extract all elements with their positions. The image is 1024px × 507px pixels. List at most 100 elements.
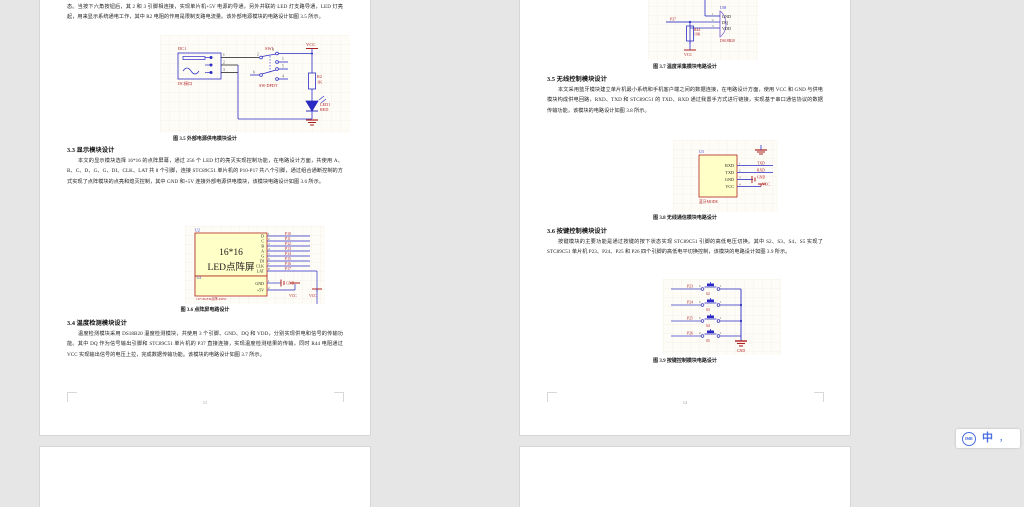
figure-caption-3-9: 图 3.9 按键控制模块电路设计	[653, 359, 717, 364]
svg-text:G: G	[261, 254, 264, 259]
svg-text:1: 1	[268, 232, 270, 236]
svg-text:CLK: CLK	[256, 264, 264, 269]
document-page-next-right[interactable]	[520, 447, 850, 507]
ime-punctuation-mode-button[interactable]: ，	[999, 433, 1009, 443]
svg-text:2: 2	[739, 169, 741, 173]
svg-text:4: 4	[739, 183, 741, 187]
svg-text:5: 5	[282, 65, 284, 69]
document-page-next-left[interactable]	[40, 447, 370, 507]
svg-text:1: 1	[712, 12, 714, 16]
heading-3-3: 3.3 显示模块设计	[67, 147, 115, 154]
svg-text:1: 1	[720, 331, 722, 335]
svg-text:1K: 1K	[317, 80, 322, 85]
svg-text:LED点阵屏: LED点阵屏	[208, 261, 255, 273]
svg-text:GND: GND	[255, 281, 264, 286]
svg-text:P37: P37	[670, 18, 676, 22]
svg-text:2: 2	[268, 237, 270, 241]
svg-text:1: 1	[223, 53, 225, 57]
svg-text:D: D	[261, 234, 264, 239]
svg-text:VCC: VCC	[289, 294, 297, 298]
svg-text:TXD: TXD	[725, 170, 734, 175]
heading-3-5: 3.5 无线控制模块设计	[547, 76, 607, 83]
svg-text:U38: U38	[720, 6, 726, 10]
svg-text:P17: P17	[285, 267, 291, 271]
svg-text:2: 2	[699, 284, 701, 288]
svg-text:3: 3	[223, 68, 225, 72]
svg-text:P10: P10	[285, 232, 291, 236]
paragraph-display-module: 本文的显示模块选择 16*16 的点阵屏幕，通过 256 个 LED 灯的亮灭实…	[67, 158, 343, 185]
paragraph-power-module: 态。当按下六角按钮后，其 2 和 3 引脚相连接，实现单片机+5V 电源的导通，…	[67, 4, 343, 21]
page-number-11: 11	[202, 400, 208, 405]
figure-3-7-temperature-sensor: GND U38 GND DQ VDD DS18B20	[648, 0, 758, 60]
document-page-12[interactable]: GND U38 GND DQ VDD DS18B20	[520, 0, 850, 435]
svg-text:4: 4	[268, 247, 270, 251]
paragraph-temperature-module: 温度检测模块采用 DS18B20 温度检测模块，共使用 3 个引脚、GND、DQ…	[67, 331, 343, 358]
heading-3-6: 3.6 按键控制模块设计	[547, 228, 607, 235]
svg-text:2: 2	[268, 286, 270, 290]
svg-text:2: 2	[712, 18, 714, 22]
svg-text:16*16LED点阵-POW: 16*16LED点阵-POW	[196, 296, 227, 301]
svg-text:4: 4	[282, 75, 284, 79]
svg-text:1: 1	[739, 162, 741, 166]
svg-text:RED: RED	[320, 107, 328, 112]
svg-text:RXD: RXD	[725, 163, 734, 168]
svg-text:LAT: LAT	[257, 269, 265, 274]
svg-text:GND: GND	[757, 176, 765, 180]
svg-text:LED1: LED1	[320, 102, 330, 107]
svg-text:B: B	[261, 244, 264, 249]
svg-text:5: 5	[268, 252, 270, 256]
ime-toolbar[interactable]: IME 中 ，	[956, 429, 1020, 448]
svg-text:DQ: DQ	[722, 20, 728, 25]
svg-text:2: 2	[699, 300, 701, 304]
svg-text:DS18B20: DS18B20	[720, 39, 735, 43]
svg-text:GND: GND	[725, 177, 734, 182]
svg-text:P15: P15	[285, 257, 291, 261]
svg-text:U2: U2	[195, 228, 200, 233]
svg-text:S5: S5	[706, 339, 710, 343]
svg-text:C: C	[261, 239, 264, 244]
svg-text:10K: 10K	[694, 33, 701, 37]
svg-text:R44: R44	[694, 28, 700, 32]
svg-text:3: 3	[739, 176, 741, 180]
svg-text:1: 1	[282, 57, 284, 61]
svg-text:GND: GND	[737, 349, 745, 353]
svg-text:DI: DI	[260, 259, 265, 264]
figure-caption-3-5: 图 3.5 外部电源供电模块设计	[173, 137, 237, 142]
figure-3-5-power-supply: DC1 DC接口 1 2 3 SW1	[160, 35, 350, 133]
svg-text:1: 1	[720, 284, 722, 288]
crop-mark-bottom-left	[547, 392, 557, 402]
svg-text:R2: R2	[317, 74, 322, 79]
svg-text:3: 3	[272, 48, 274, 52]
svg-text:蓝牙MODE: 蓝牙MODE	[699, 199, 718, 204]
svg-text:16*16: 16*16	[219, 248, 243, 258]
svg-text:+5V: +5V	[257, 288, 264, 293]
svg-text:P25: P25	[687, 317, 693, 321]
ime-logo-icon[interactable]: IME	[962, 431, 976, 446]
svg-text:RXD: RXD	[757, 169, 765, 173]
svg-text:U4: U4	[197, 276, 202, 280]
svg-text:3: 3	[712, 24, 714, 28]
svg-text:U3: U3	[699, 150, 704, 154]
svg-text:S4: S4	[706, 324, 710, 328]
crop-mark-bottom-right	[814, 392, 824, 402]
svg-text:1: 1	[720, 316, 722, 320]
svg-text:8: 8	[268, 267, 270, 271]
svg-text:S3: S3	[706, 308, 710, 312]
figure-caption-3-6: 图 3.6 点阵屏电路设计	[180, 308, 230, 313]
svg-text:P26: P26	[687, 332, 693, 336]
svg-text:2: 2	[257, 53, 259, 57]
svg-text:P13: P13	[285, 247, 291, 251]
svg-text:2: 2	[223, 61, 225, 65]
svg-text:S2: S2	[706, 292, 710, 296]
page-number-12: 12	[682, 400, 688, 405]
crop-mark-bottom-right	[334, 392, 344, 402]
ime-language-mode-button[interactable]: 中	[982, 432, 993, 444]
document-page-11[interactable]: 态。当按下六角按钮后，其 2 和 3 引脚相连接，实现单片机+5V 电源的导通，…	[40, 0, 370, 435]
svg-text:A: A	[261, 249, 264, 254]
svg-text:VCC: VCC	[306, 42, 315, 47]
svg-text:DC1: DC1	[178, 46, 186, 51]
svg-text:1: 1	[720, 300, 722, 304]
svg-text:SW-DPDT: SW-DPDT	[259, 83, 278, 88]
